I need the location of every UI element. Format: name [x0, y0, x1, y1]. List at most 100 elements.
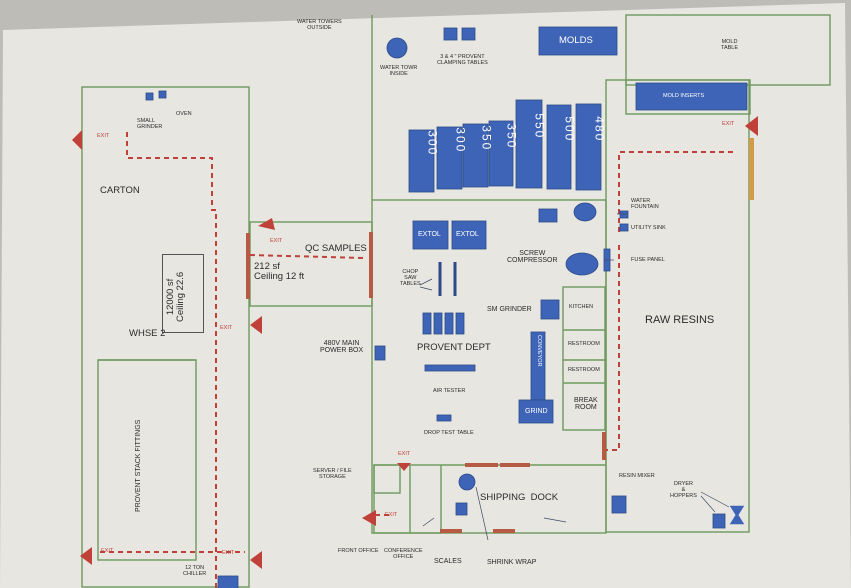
- mold-inserts-block: [635, 82, 748, 111]
- chop-saws: [438, 262, 457, 296]
- exit-label-qc: EXIT: [220, 325, 233, 331]
- tank-icon: [573, 202, 597, 222]
- grind-label: GRIND: [525, 408, 548, 415]
- small-grinder-label: SMALL GRINDER: [137, 118, 163, 130]
- exit-label-qc-top: EXIT: [270, 238, 283, 244]
- server-storage-label: SERVER / FILE STORAGE: [313, 468, 352, 480]
- sm-grinder-icon: [540, 299, 560, 320]
- extol-1-block: [412, 220, 449, 250]
- kitchen-block-wall: [562, 286, 606, 431]
- machine-label-2: 300: [452, 127, 467, 154]
- paper-sheet: [0, 3, 851, 588]
- machine-label-6: 500: [562, 116, 577, 143]
- scales-icon: [455, 502, 468, 516]
- provent-station-2: [433, 312, 443, 335]
- dryer-hoppers: [729, 505, 745, 525]
- provent-station-1: [422, 312, 432, 335]
- kitchen-label: KITCHEN: [569, 304, 594, 310]
- resin-mixer-icon: [611, 495, 627, 514]
- machine-2: [436, 126, 463, 190]
- machine-5: [515, 99, 543, 189]
- exit-label-office: EXIT: [385, 512, 398, 518]
- mold-inserts-label: MOLD INSERTS: [663, 93, 705, 99]
- machine-label-3: 350: [478, 124, 493, 151]
- shrink-wrap-label: SHRINK WRAP: [487, 559, 537, 566]
- restroom-2-label: RESTROOM: [568, 367, 600, 373]
- door-qc-left: [246, 233, 250, 299]
- equipment: [145, 26, 748, 588]
- exit-arrow-dept: [397, 463, 411, 471]
- small-grinder-icon: [145, 92, 154, 101]
- resin-mixer-label: RESIN MIXER: [619, 473, 655, 479]
- door-resins: [749, 138, 754, 200]
- drop-test-table-icon: [436, 414, 452, 422]
- door-dept: [602, 432, 606, 460]
- exit-label-bottom-left: EXIT: [101, 548, 114, 554]
- exit-arrow-whse: [72, 130, 82, 150]
- door-qc-right: [369, 232, 373, 298]
- exit-arrow-resins: [745, 116, 758, 136]
- whse2-label: WHSE 2: [129, 328, 166, 339]
- air-tester-icon: [424, 364, 476, 372]
- exit-route-qc: [249, 254, 366, 259]
- oven-label: OVEN: [176, 111, 192, 117]
- fountain-icon: [619, 210, 629, 219]
- screw-compressor-label: SCREW COMPRESSOR: [507, 250, 558, 265]
- machine-4: [488, 120, 514, 187]
- hopper-2: [729, 512, 745, 525]
- exit-label-resins: EXIT: [722, 121, 735, 127]
- fuse-panel-label: FUSE PANEL: [631, 257, 665, 263]
- water-towers-outside-label: WATER TOWERS OUTSIDE: [297, 19, 342, 31]
- mold-table-label: MOLD TABLE: [721, 39, 739, 51]
- door-dock-2: [500, 463, 530, 467]
- provent-station-4: [455, 312, 465, 335]
- machine-label-7: 480: [591, 116, 606, 143]
- provent-station-3: [444, 312, 454, 335]
- machine-3: [462, 123, 489, 188]
- chiller-label: 12 TON CHILLER: [183, 565, 207, 577]
- air-tester-label: AIR TESTER: [433, 388, 466, 394]
- dock-equipment-icon: [458, 473, 476, 491]
- machine-label-4: 350: [504, 122, 519, 149]
- shipping-dock-label: SHIPPING DOCK: [480, 492, 559, 503]
- pointer-arrows: [419, 213, 730, 541]
- compressor-box-icon: [538, 208, 558, 223]
- exit-label-bottom-right: EXIT: [222, 550, 235, 556]
- machine-group: [408, 99, 602, 193]
- power-box-icon: [374, 345, 386, 361]
- water-tower-icon: [386, 37, 408, 59]
- front-office-label: FRONT OFFICE: [338, 548, 379, 554]
- exit-route-whse: [126, 132, 217, 588]
- dryer-hoppers-label: DRYER & HOPPERS: [670, 481, 697, 499]
- exit-arrow-bottom-right: [250, 551, 262, 569]
- whse-area-label: 12000 sf Ceiling 22.6: [165, 271, 186, 322]
- machine-label-1: 300: [424, 130, 439, 157]
- extol-2-block: [451, 220, 487, 250]
- chiller-icon: [217, 575, 239, 588]
- drop-test-table-label: DROP TEST TABLE: [424, 430, 474, 436]
- exit-routes: [100, 132, 735, 588]
- qc-samples-label: QC SAMPLES: [305, 243, 367, 254]
- conveyor-label: CONVEYOR: [536, 335, 542, 367]
- qc-area-label: 212 sf Ceiling 12 ft: [254, 261, 305, 282]
- exit-arrows: [72, 116, 758, 569]
- whse-wall: [81, 86, 250, 588]
- machine-label-5: 550: [532, 113, 547, 140]
- door-dock-4: [493, 529, 515, 533]
- door-dock-3: [440, 529, 462, 533]
- door-dock-1: [465, 463, 498, 467]
- carton-label: CARTON: [100, 185, 140, 196]
- exit-label-whse: EXIT: [97, 133, 110, 139]
- clamping-table-2-icon: [461, 27, 476, 41]
- machine-6: [546, 104, 572, 190]
- extol-1-label: EXTOL: [418, 231, 441, 238]
- doors: [246, 138, 754, 533]
- provent-stack-fittings-label: PROVENT STACK FITTINGS: [135, 419, 142, 512]
- sink-icon: [619, 223, 629, 232]
- sm-grinder-label: SM GRINDER: [487, 306, 532, 313]
- utility-sink-label: UTILITY SINK: [631, 225, 666, 231]
- clamping-table-1-icon: [443, 27, 458, 41]
- water-tower-inside-label: WATER TOWR INSIDE: [380, 65, 418, 77]
- dryer-icon: [712, 513, 726, 529]
